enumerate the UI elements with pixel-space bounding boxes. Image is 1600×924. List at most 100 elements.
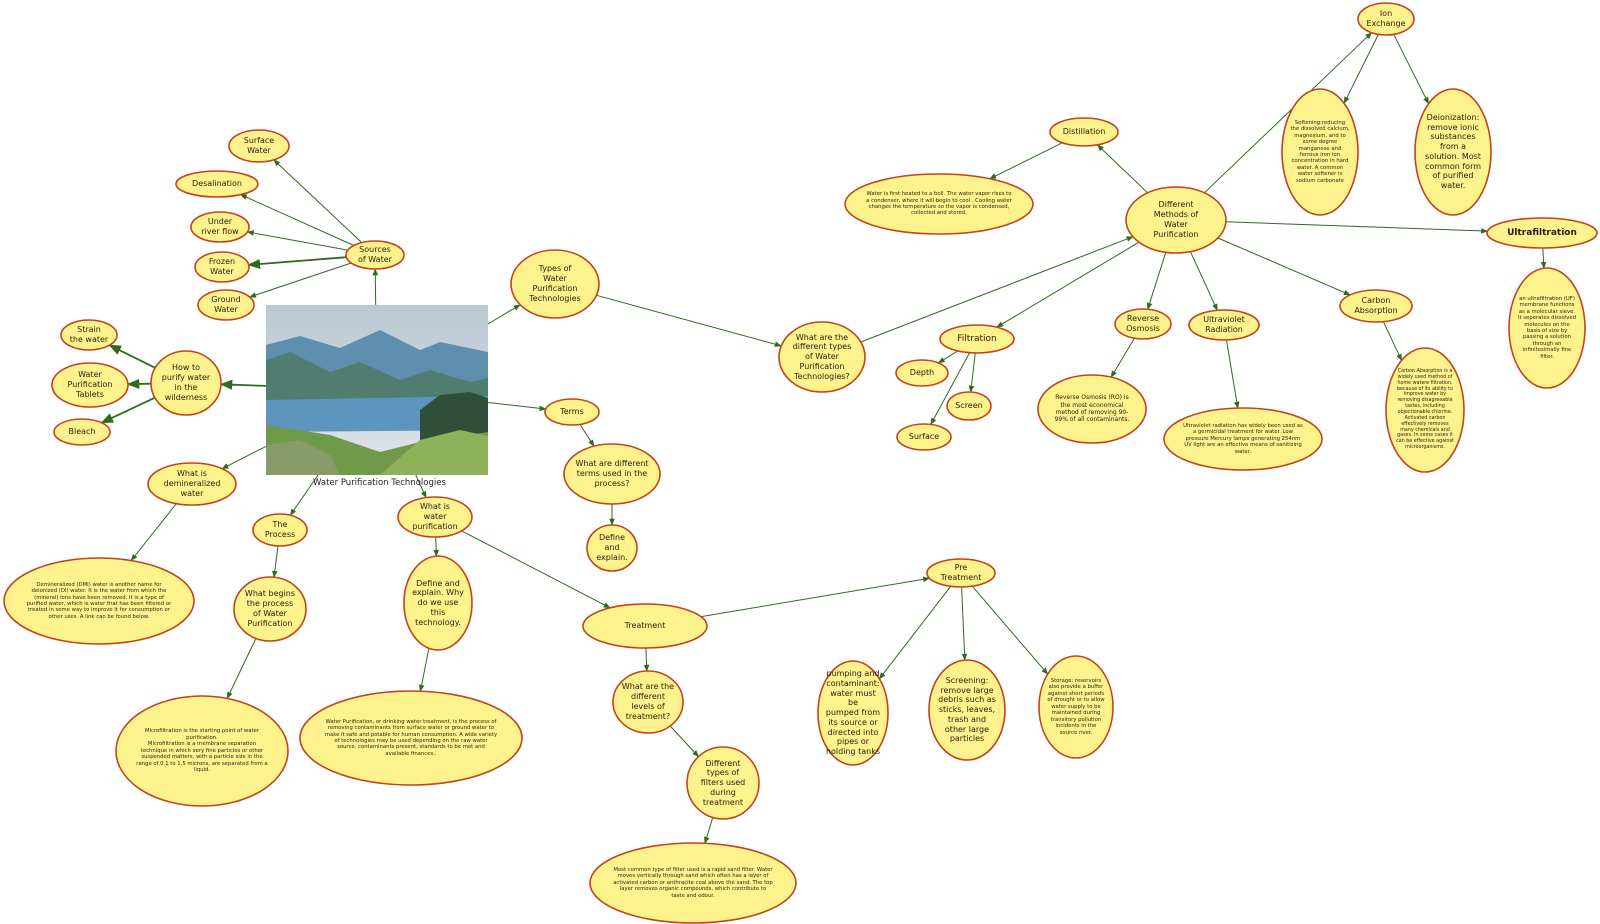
node-distillation[interactable] — [1049, 117, 1119, 147]
node-uf-desc[interactable] — [1508, 267, 1586, 389]
node-uv-desc[interactable] — [1163, 407, 1323, 471]
node-wp-desc[interactable] — [299, 690, 523, 786]
connector-central-to-what_is_wp — [415, 474, 427, 499]
node-ro-desc[interactable] — [1037, 374, 1147, 444]
node-microfiltration[interactable] — [115, 695, 289, 807]
node-define-explain[interactable] — [586, 524, 638, 572]
node-under-river-flow[interactable] — [190, 211, 250, 243]
node-methods[interactable] — [1125, 186, 1227, 254]
connector-methods-to-uv — [1189, 251, 1218, 311]
connector-what_is_wp-to-define_explain_why — [433, 536, 439, 557]
connector-how_purify-to-strain — [108, 344, 156, 369]
node-what-demin[interactable] — [147, 462, 237, 506]
node-ground-water[interactable] — [197, 289, 255, 321]
node-carbon[interactable] — [1339, 289, 1413, 323]
connector-methods-to-distillation — [1096, 144, 1148, 194]
node-filtration[interactable] — [939, 324, 1015, 354]
connector-ion_exchange-to-softening — [1343, 34, 1379, 104]
connector-what_demin-to-demin_desc — [130, 503, 177, 562]
connector-methods-to-carbon — [1217, 237, 1351, 296]
node-ro[interactable] — [1114, 308, 1172, 340]
connector-methods-to-ultrafiltration — [1225, 221, 1489, 234]
node-strain[interactable] — [60, 319, 118, 351]
central-topic-caption: Water Purification Technologies — [313, 478, 446, 488]
connector-what_types-to-methods — [860, 236, 1134, 343]
node-pre-treatment[interactable] — [926, 558, 996, 588]
node-what-is-wp[interactable] — [397, 496, 473, 538]
node-ion-exchange[interactable] — [1357, 2, 1415, 36]
node-surface-water[interactable] — [228, 129, 290, 163]
node-uv[interactable] — [1188, 309, 1260, 341]
connector-filtration-to-surface — [930, 352, 971, 426]
node-screening[interactable] — [928, 659, 1006, 761]
node-what-types[interactable] — [778, 321, 866, 393]
node-depth[interactable] — [895, 359, 949, 387]
connector-lines — [100, 32, 1547, 844]
connector-sources-to-ground_water — [249, 262, 352, 298]
node-softening[interactable] — [1281, 88, 1359, 216]
node-pumping[interactable] — [817, 660, 889, 766]
connector-sources-to-under_river_flow — [246, 230, 348, 251]
connector-methods-to-ion_exchange — [1204, 32, 1373, 194]
connector-terms-to-what_terms — [579, 424, 595, 447]
connector-ro-to-ro_desc — [1110, 338, 1135, 378]
node-what-begins[interactable] — [233, 576, 307, 642]
connector-how_purify-to-tablets — [126, 378, 152, 389]
connector-sources-to-frozen_water — [247, 256, 347, 270]
connector-types-to-what_types — [596, 294, 782, 347]
connector-pre_treatment-to-storage — [971, 585, 1049, 675]
connector-sources-to-surface_water — [273, 159, 363, 243]
connector-carbon-to-carbon_desc — [1382, 321, 1403, 362]
node-storage[interactable] — [1038, 655, 1114, 759]
node-distill-desc[interactable] — [844, 173, 1034, 235]
node-terms[interactable] — [544, 398, 600, 426]
node-filters[interactable] — [686, 746, 760, 820]
connector-central-to-the_process — [289, 474, 319, 516]
node-treatment[interactable] — [582, 603, 708, 649]
connector-what_levels-to-filters — [669, 725, 699, 758]
node-how-purify[interactable] — [150, 350, 222, 416]
connector-central-to-terms — [487, 402, 547, 412]
connector-central-to-how_purify — [219, 379, 267, 390]
node-filters-desc[interactable] — [589, 842, 797, 924]
node-desalination[interactable] — [175, 170, 259, 198]
node-deionization[interactable] — [1414, 88, 1492, 216]
connector-filtration-to-depth — [937, 350, 958, 364]
connector-ion_exchange-to-deionization — [1393, 34, 1430, 105]
node-types[interactable] — [510, 249, 600, 319]
connector-define_explain_why-to-wp_desc — [418, 648, 430, 692]
connector-treatment-to-pre_treatment — [701, 576, 931, 618]
connector-filters-to-filters_desc — [704, 817, 714, 844]
connector-methods-to-filtration — [996, 241, 1140, 328]
node-bleach[interactable] — [53, 418, 111, 446]
connector-what_is_wp-to-treatment — [461, 530, 611, 609]
connector-pre_treatment-to-screening — [961, 586, 968, 661]
node-frozen-water[interactable] — [194, 251, 250, 283]
node-carbon-desc[interactable] — [1385, 347, 1465, 473]
connector-pre_treatment-to-pumping — [878, 585, 952, 680]
connector-sources-to-desalination — [239, 194, 355, 246]
node-demin-desc[interactable] — [3, 557, 195, 645]
node-what-terms[interactable] — [563, 443, 661, 505]
connector-central-to-what_demin — [221, 445, 267, 470]
node-the-process[interactable] — [252, 513, 308, 547]
connector-uv-to-uv_desc — [1226, 339, 1240, 409]
connector-how_purify-to-bleach — [100, 396, 156, 424]
node-ultrafiltration[interactable] — [1486, 217, 1598, 249]
connector-what_begins-to-microfiltration — [226, 638, 257, 700]
connector-treatment-to-what_levels — [643, 647, 650, 672]
node-define-explain-why[interactable] — [403, 555, 473, 651]
connector-ultrafiltration-to-uf_desc — [1540, 247, 1547, 269]
connector-filtration-to-screen — [968, 352, 976, 393]
connector-methods-to-ro — [1146, 252, 1167, 310]
node-surface[interactable] — [896, 423, 952, 451]
connector-distillation-to-distill_desc — [989, 142, 1063, 180]
node-what-levels[interactable] — [612, 670, 684, 734]
connector-central-to-types — [487, 304, 521, 325]
node-screen[interactable] — [946, 391, 992, 421]
connector-central-to-sources — [372, 268, 379, 306]
node-sources[interactable] — [345, 240, 405, 270]
connector-the_process-to-what_begins — [272, 545, 279, 578]
node-tablets[interactable] — [51, 362, 129, 408]
